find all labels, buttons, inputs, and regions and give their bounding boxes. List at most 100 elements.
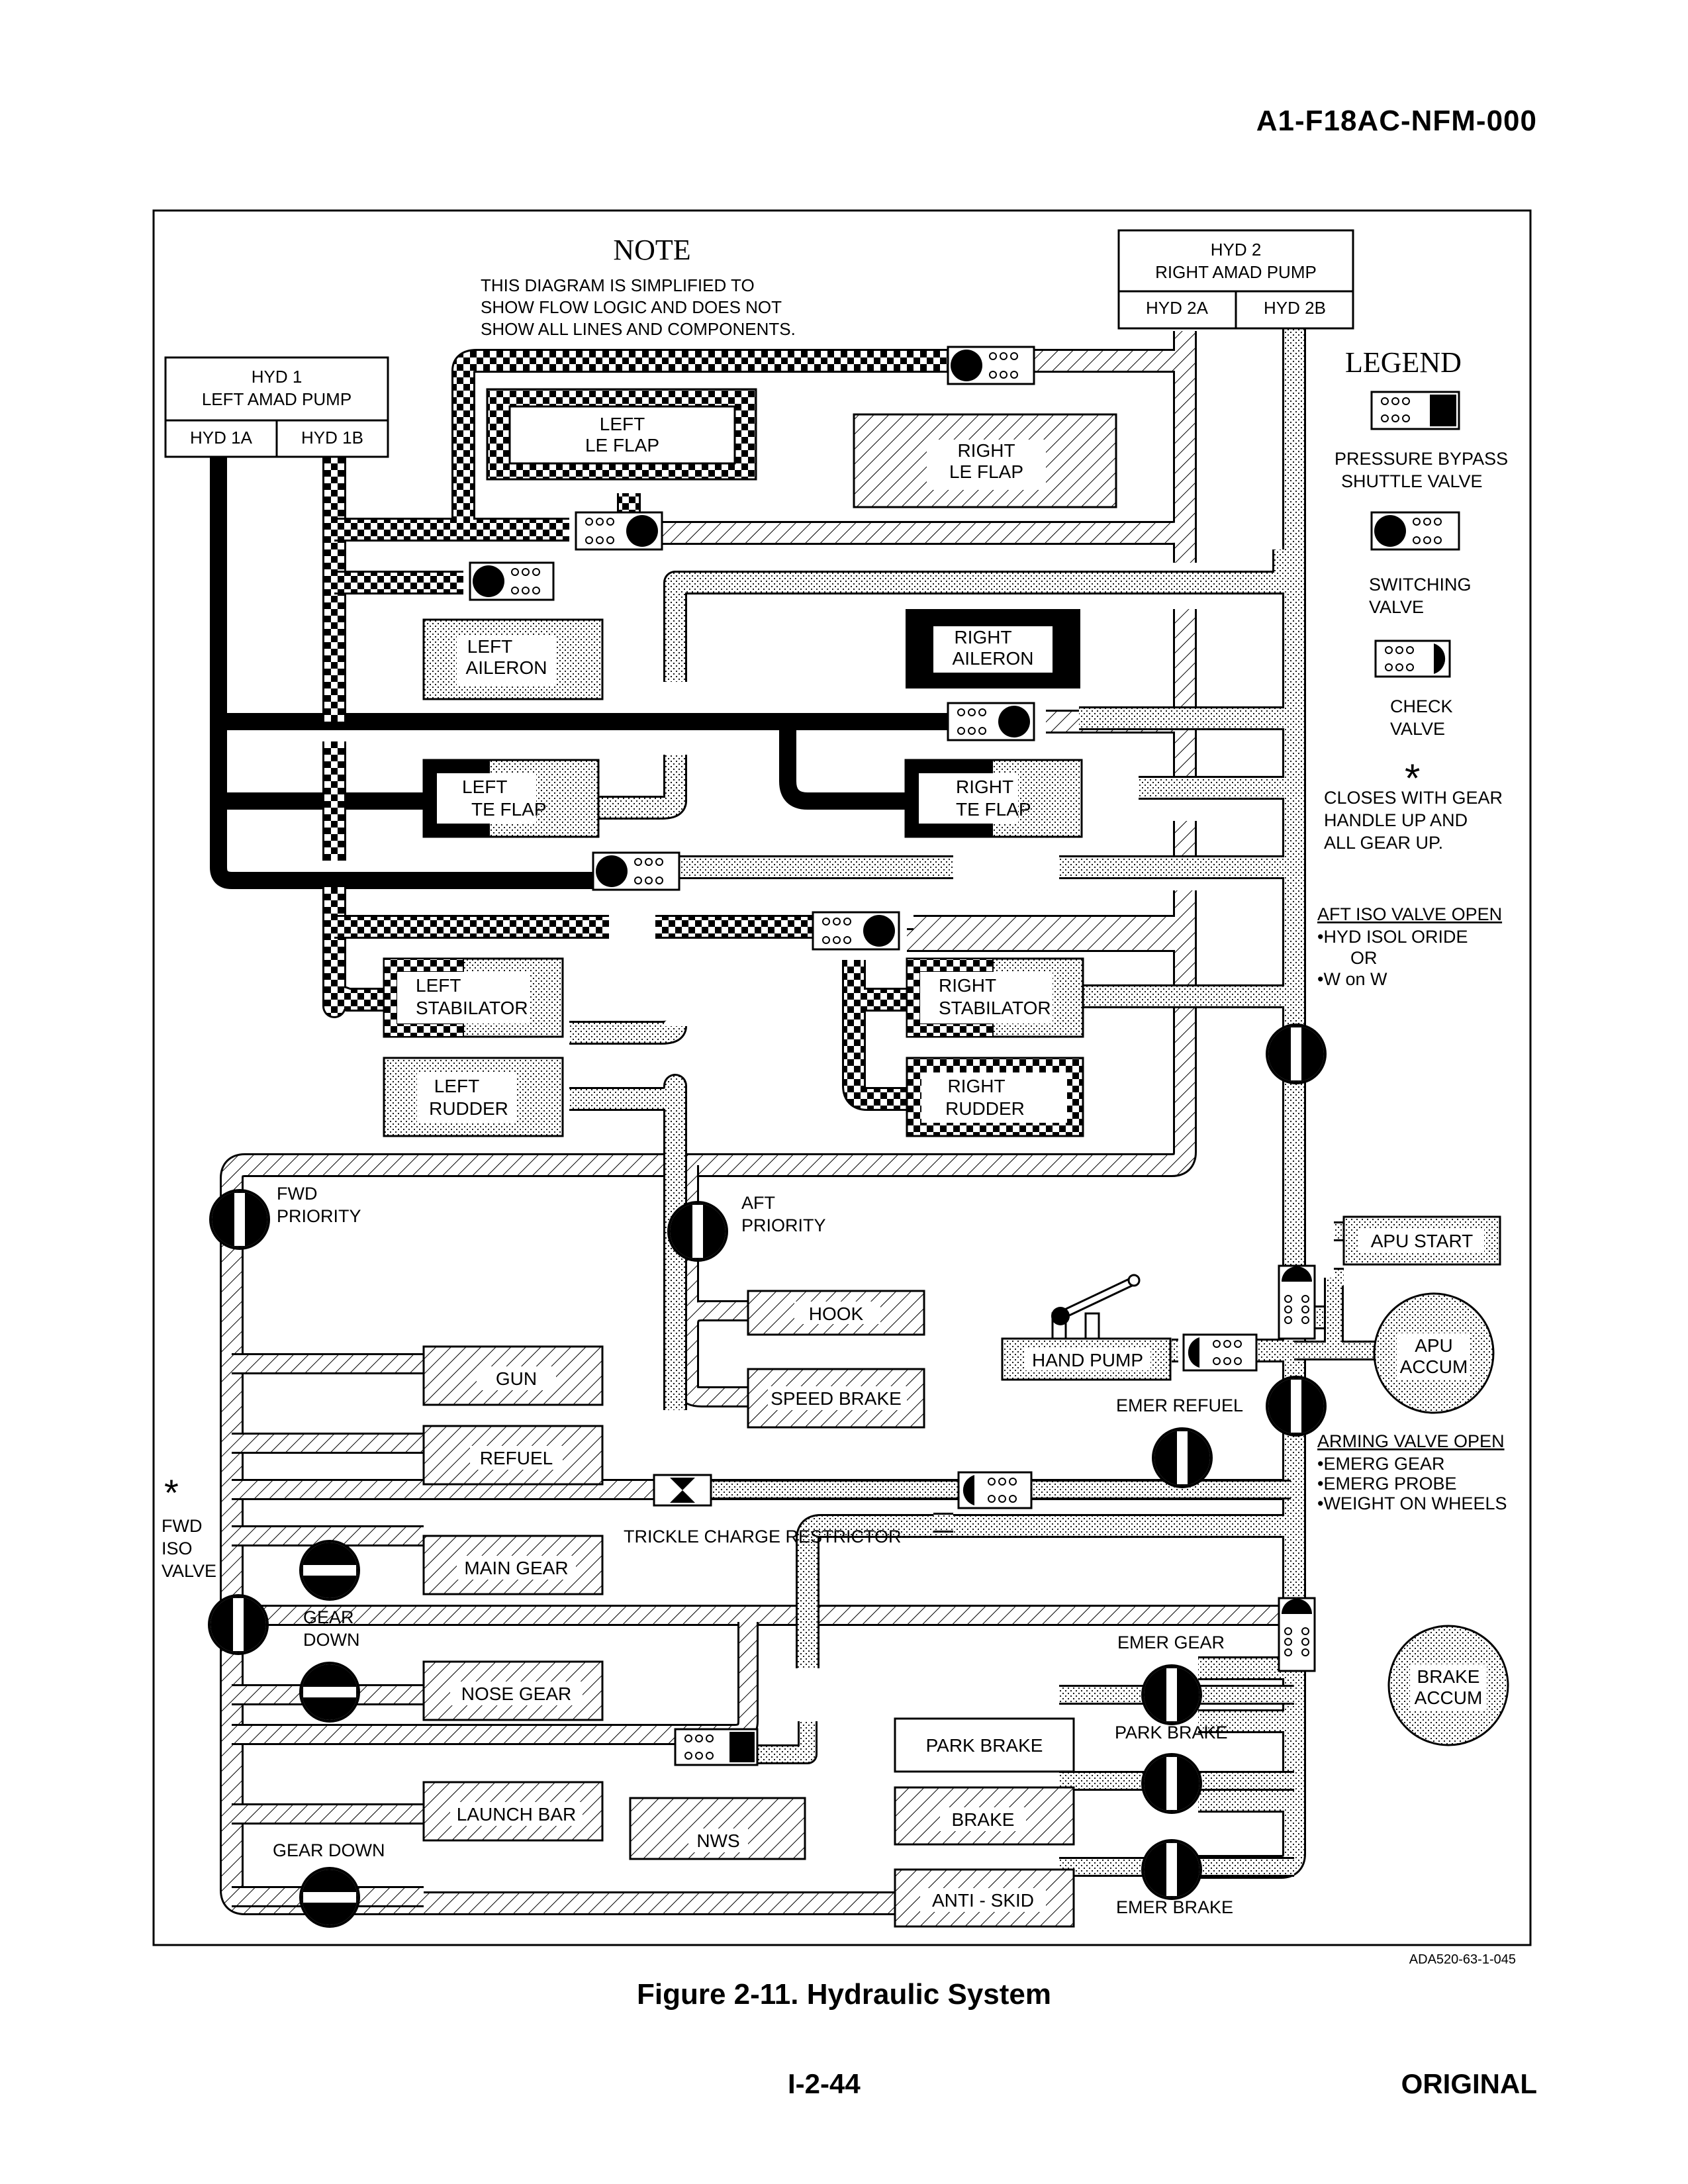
svg-text:ALL GEAR UP.: ALL GEAR UP. bbox=[1324, 833, 1443, 853]
gear-down-valve-main bbox=[299, 1540, 360, 1601]
legend-switching-symbol bbox=[1370, 511, 1460, 551]
hyd1-title: HYD 1 bbox=[252, 367, 303, 387]
svg-text:PRIORITY: PRIORITY bbox=[277, 1206, 361, 1226]
arming-note: ARMING VALVE OPEN •EMERG GEAR •EMERG PRO… bbox=[1317, 1431, 1507, 1513]
svg-text:DOWN: DOWN bbox=[303, 1630, 359, 1650]
svg-text:TRICKLE CHARGE RESTRICTOR: TRICKLE CHARGE RESTRICTOR bbox=[624, 1527, 902, 1546]
switching-valve-aileron-right bbox=[947, 702, 1035, 741]
switching-valve-le-left bbox=[575, 511, 663, 551]
svg-text:FWD: FWD bbox=[277, 1184, 317, 1204]
emer-refuel-valve bbox=[1152, 1427, 1213, 1488]
right-aileron: RIGHT AILERON bbox=[906, 609, 1080, 688]
svg-text:GUN: GUN bbox=[496, 1368, 537, 1389]
note-line-1: THIS DIAGRAM IS SIMPLIFIED TO bbox=[481, 275, 755, 295]
svg-text:RIGHT: RIGHT bbox=[939, 975, 996, 996]
svg-text:FWD: FWD bbox=[162, 1516, 202, 1536]
svg-text:AFT: AFT bbox=[741, 1193, 775, 1213]
gun-box: GUN bbox=[422, 1345, 604, 1406]
check-valve-trickle bbox=[957, 1471, 1033, 1509]
note-line-2: SHOW FLOW LOGIC AND DOES NOT bbox=[481, 297, 782, 317]
svg-text:ISO: ISO bbox=[162, 1539, 193, 1558]
svg-text:TE FLAP: TE FLAP bbox=[956, 799, 1031, 820]
svg-text:BRAKE: BRAKE bbox=[1417, 1666, 1480, 1687]
check-valve-brake bbox=[1278, 1597, 1316, 1672]
svg-text:•HYD ISOL ORIDE: •HYD ISOL ORIDE bbox=[1317, 927, 1468, 947]
svg-text:LAUNCH BAR: LAUNCH BAR bbox=[457, 1804, 576, 1825]
svg-text:•WEIGHT ON WHEELS: •WEIGHT ON WHEELS bbox=[1317, 1494, 1507, 1513]
svg-text:HOOK: HOOK bbox=[809, 1304, 864, 1324]
apu-accum: APU ACCUM bbox=[1373, 1292, 1495, 1414]
note-line-3: SHOW ALL LINES AND COMPONENTS. bbox=[481, 319, 796, 339]
hyd1b-label: HYD 1B bbox=[301, 428, 363, 448]
svg-text:GEAR: GEAR bbox=[303, 1607, 354, 1627]
valve-labels: FWD PRIORITY AFT PRIORITY * FWD ISO VALV… bbox=[162, 1184, 1243, 1917]
anti-skid-box: ANTI - SKID bbox=[894, 1868, 1075, 1928]
svg-text:RUDDER: RUDDER bbox=[945, 1098, 1025, 1119]
left-te-flap: LEFT TE FLAP bbox=[422, 759, 600, 838]
right-le-flap: RIGHT LE FLAP bbox=[853, 413, 1117, 508]
hyd1a-line bbox=[210, 457, 953, 889]
svg-text:PRIORITY: PRIORITY bbox=[741, 1215, 826, 1235]
refuel-box: REFUEL bbox=[422, 1425, 604, 1486]
svg-text:RIGHT: RIGHT bbox=[957, 440, 1015, 461]
left-rudder: LEFT RUDDER bbox=[383, 1057, 564, 1137]
svg-text:RIGHT: RIGHT bbox=[954, 627, 1011, 647]
svg-text:AILERON: AILERON bbox=[953, 648, 1034, 669]
legend: LEGEND PRESSURE BYPASS SHUTTLE VALVE SWI… bbox=[1324, 346, 1508, 853]
hyd2a-label: HYD 2A bbox=[1146, 298, 1209, 318]
svg-text:RUDDER: RUDDER bbox=[429, 1098, 508, 1119]
apu-start-box: APU START bbox=[1342, 1215, 1501, 1266]
svg-text:AFT ISO VALVE OPEN: AFT ISO VALVE OPEN bbox=[1317, 904, 1502, 924]
svg-text:•EMERG PROBE: •EMERG PROBE bbox=[1317, 1474, 1457, 1494]
svg-text:TE FLAP: TE FLAP bbox=[471, 799, 547, 820]
legend-check-symbol bbox=[1374, 640, 1451, 678]
svg-text:SWITCHING: SWITCHING bbox=[1369, 575, 1472, 594]
svg-text:PARK BRAKE: PARK BRAKE bbox=[1115, 1723, 1228, 1742]
svg-text:LEFT: LEFT bbox=[434, 1076, 479, 1096]
svg-text:RIGHT: RIGHT bbox=[947, 1076, 1005, 1096]
left-aileron: LEFT AILERON bbox=[422, 618, 604, 700]
park-brake-box: PARK BRAKE bbox=[894, 1717, 1075, 1773]
switching-valve-te bbox=[592, 851, 680, 891]
hyd2-title: HYD 2 bbox=[1211, 240, 1262, 260]
trickle-charge-restrictor bbox=[653, 1474, 712, 1507]
svg-text:LEFT: LEFT bbox=[600, 414, 645, 434]
switching-valve-aileron-left bbox=[469, 561, 555, 601]
svg-text:HANDLE UP AND: HANDLE UP AND bbox=[1324, 810, 1468, 830]
svg-text:STABILATOR: STABILATOR bbox=[416, 998, 528, 1018]
right-te-flap: RIGHT TE FLAP bbox=[904, 759, 1083, 838]
gear-down-valve-nose bbox=[299, 1662, 360, 1723]
switching-valve-le-right bbox=[947, 346, 1035, 385]
svg-text:NWS: NWS bbox=[696, 1830, 739, 1851]
hyd1-subtitle: LEFT AMAD PUMP bbox=[202, 389, 352, 409]
legend-title: LEGEND bbox=[1345, 346, 1462, 379]
left-le-flap: LEFT LE FLAP bbox=[486, 388, 757, 481]
art-code: ADA520-63-1-045 bbox=[1409, 1952, 1516, 1967]
hyd1b-lines bbox=[322, 349, 953, 1111]
svg-text:BRAKE: BRAKE bbox=[952, 1809, 1015, 1830]
hyd2-pump-box: HYD 2 RIGHT AMAD PUMP HYD 2A HYD 2B bbox=[1117, 229, 1354, 330]
svg-text:EMER BRAKE: EMER BRAKE bbox=[1116, 1897, 1233, 1917]
svg-text:ANTI - SKID: ANTI - SKID bbox=[932, 1890, 1034, 1911]
figure-caption: Figure 2-11. Hydraulic System bbox=[636, 1978, 1052, 2011]
svg-text:PARK BRAKE: PARK BRAKE bbox=[926, 1735, 1043, 1756]
round-valves bbox=[208, 1023, 1327, 1928]
hyd1-pump-box: HYD 1 LEFT AMAD PUMP HYD 1A HYD 1B bbox=[164, 356, 389, 458]
svg-text:STABILATOR: STABILATOR bbox=[939, 998, 1051, 1018]
hyd2-subtitle: RIGHT AMAD PUMP bbox=[1155, 262, 1317, 282]
hyd2b-label: HYD 2B bbox=[1264, 298, 1326, 318]
svg-text:GEAR DOWN: GEAR DOWN bbox=[273, 1840, 385, 1860]
launch-bar-box: LAUNCH BAR bbox=[422, 1781, 604, 1842]
fwd-priority-valve bbox=[209, 1189, 270, 1250]
svg-text:LEFT: LEFT bbox=[416, 975, 461, 996]
left-stabilator: LEFT STABILATOR bbox=[383, 957, 564, 1038]
document-id: A1-F18AC-NFM-000 bbox=[1256, 105, 1537, 137]
park-brake-valve bbox=[1141, 1753, 1202, 1814]
svg-text:ACCUM: ACCUM bbox=[1400, 1356, 1468, 1377]
svg-text:AILERON: AILERON bbox=[466, 657, 547, 678]
nws-box: NWS bbox=[629, 1797, 806, 1860]
emer-brake-valve bbox=[1141, 1839, 1202, 1900]
brake-box: BRAKE bbox=[894, 1786, 1075, 1846]
emer-gear-valve bbox=[1141, 1664, 1202, 1725]
right-stabilator: RIGHT STABILATOR bbox=[906, 957, 1084, 1038]
